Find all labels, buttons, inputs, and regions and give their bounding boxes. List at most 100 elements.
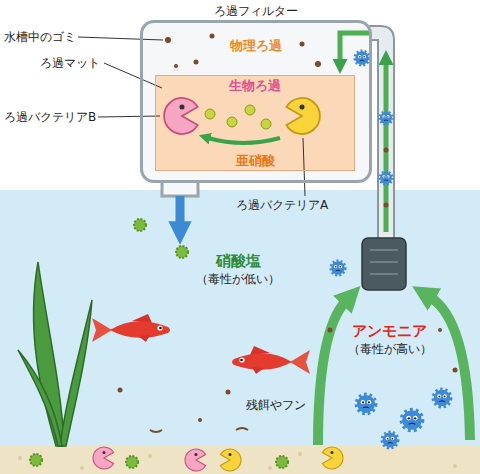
callout-label: （毒性が低い） bbox=[196, 272, 280, 286]
node-text: 亜硝酸 bbox=[236, 153, 275, 169]
sand-bacteria bbox=[276, 456, 288, 468]
fish bbox=[232, 353, 292, 370]
pebbles bbox=[268, 466, 272, 470]
sand bbox=[0, 446, 480, 474]
leader-lines bbox=[78, 37, 163, 40]
filter-housing-fill bbox=[140, 20, 372, 183]
node-text: 物理ろ過 bbox=[230, 38, 282, 54]
callout-label: 硝酸塩 bbox=[216, 252, 261, 270]
filter-title: ろ過フィルター bbox=[214, 4, 298, 18]
nitrate-particles bbox=[134, 219, 188, 258]
filter-bacteria bbox=[286, 98, 320, 134]
flow-arrows bbox=[180, 33, 470, 445]
sand-bacteria bbox=[185, 449, 206, 471]
filter-mat-fill bbox=[155, 75, 355, 171]
debris bbox=[384, 148, 389, 153]
pebbles bbox=[18, 456, 22, 460]
callout-label: アンモニア bbox=[352, 322, 427, 340]
nitrate-particles bbox=[134, 219, 146, 231]
node-text: 生物ろ過 bbox=[229, 78, 281, 94]
leader-lines bbox=[303, 138, 305, 196]
callout-label: 残餌やフン bbox=[246, 398, 306, 412]
water-plant bbox=[60, 300, 92, 446]
debris bbox=[226, 390, 231, 395]
callout-label: ろ過マット bbox=[40, 56, 100, 70]
filter-bacteria bbox=[355, 51, 369, 65]
fish bbox=[110, 321, 170, 338]
flow-arrows bbox=[176, 196, 185, 226]
debris bbox=[328, 328, 333, 333]
debris bbox=[118, 34, 458, 433]
callout-label: ろ過バクテリアB bbox=[4, 110, 96, 124]
fish bbox=[252, 367, 264, 374]
filter-bacteria bbox=[245, 105, 255, 115]
leader-lines bbox=[98, 116, 160, 117]
pebbles bbox=[453, 464, 457, 468]
filter-bacteria bbox=[380, 112, 392, 124]
filter-pipe bbox=[370, 249, 398, 251]
sand-bacteria bbox=[383, 433, 398, 448]
sand-bacteria bbox=[357, 395, 375, 413]
fish bbox=[92, 314, 170, 342]
filter-bacteria bbox=[380, 172, 392, 184]
sand-bacteria bbox=[30, 261, 450, 471]
debris bbox=[210, 34, 215, 39]
debris bbox=[236, 428, 248, 430]
debris bbox=[118, 388, 123, 393]
sand-bacteria bbox=[126, 456, 138, 468]
filter-pipe bbox=[362, 238, 406, 290]
debris bbox=[315, 61, 321, 67]
pebbles bbox=[80, 466, 84, 470]
filter-bacteria bbox=[164, 98, 198, 134]
fish bbox=[240, 359, 243, 362]
debris bbox=[384, 203, 389, 208]
debris bbox=[300, 42, 305, 47]
flow-arrows bbox=[318, 301, 346, 445]
debris bbox=[165, 37, 171, 43]
filter-housing: ろ過フィルター物理ろ過生物ろ過亜硝酸 bbox=[140, 20, 372, 183]
filter-bacteria bbox=[205, 109, 215, 119]
sand-bacteria bbox=[402, 410, 422, 430]
debris bbox=[150, 430, 162, 432]
fish bbox=[157, 325, 162, 330]
water bbox=[0, 190, 480, 474]
water-plant bbox=[18, 350, 62, 446]
pebbles bbox=[298, 452, 302, 456]
fish bbox=[239, 357, 244, 362]
sand-bacteria bbox=[220, 449, 241, 471]
callout-label: ろ過バクテリアA bbox=[236, 198, 328, 212]
sand-bacteria bbox=[434, 390, 451, 407]
callout-label: （毒性が高い） bbox=[348, 342, 432, 356]
leader-lines bbox=[78, 37, 305, 196]
fish bbox=[92, 318, 112, 342]
debris bbox=[198, 418, 202, 422]
flow-arrows bbox=[208, 138, 280, 143]
water-plant bbox=[18, 262, 92, 446]
nitrate-particles bbox=[176, 246, 188, 258]
sand-bacteria bbox=[322, 447, 343, 469]
filter-pipe bbox=[370, 261, 398, 263]
sand-bacteria bbox=[331, 261, 345, 275]
fish bbox=[138, 335, 150, 342]
callout-label: 水槽中のゴミ bbox=[4, 30, 76, 44]
filter-bacteria bbox=[164, 51, 392, 184]
filter-mat: 生物ろ過亜硝酸 bbox=[155, 75, 355, 171]
filter-pipe bbox=[370, 273, 398, 275]
debris bbox=[174, 64, 178, 68]
fish bbox=[290, 350, 310, 374]
pebbles bbox=[148, 454, 152, 458]
fish bbox=[232, 346, 310, 374]
debris bbox=[438, 328, 442, 332]
flow-arrows bbox=[430, 297, 470, 440]
debris bbox=[453, 368, 458, 373]
water-plant bbox=[33, 262, 64, 446]
filter-bacteria bbox=[261, 119, 271, 129]
debris bbox=[194, 60, 199, 65]
leader-lines bbox=[104, 63, 162, 88]
filter-bacteria bbox=[227, 117, 237, 127]
fish bbox=[159, 327, 162, 330]
sand-bacteria bbox=[30, 454, 42, 466]
sand-bacteria bbox=[93, 447, 114, 469]
